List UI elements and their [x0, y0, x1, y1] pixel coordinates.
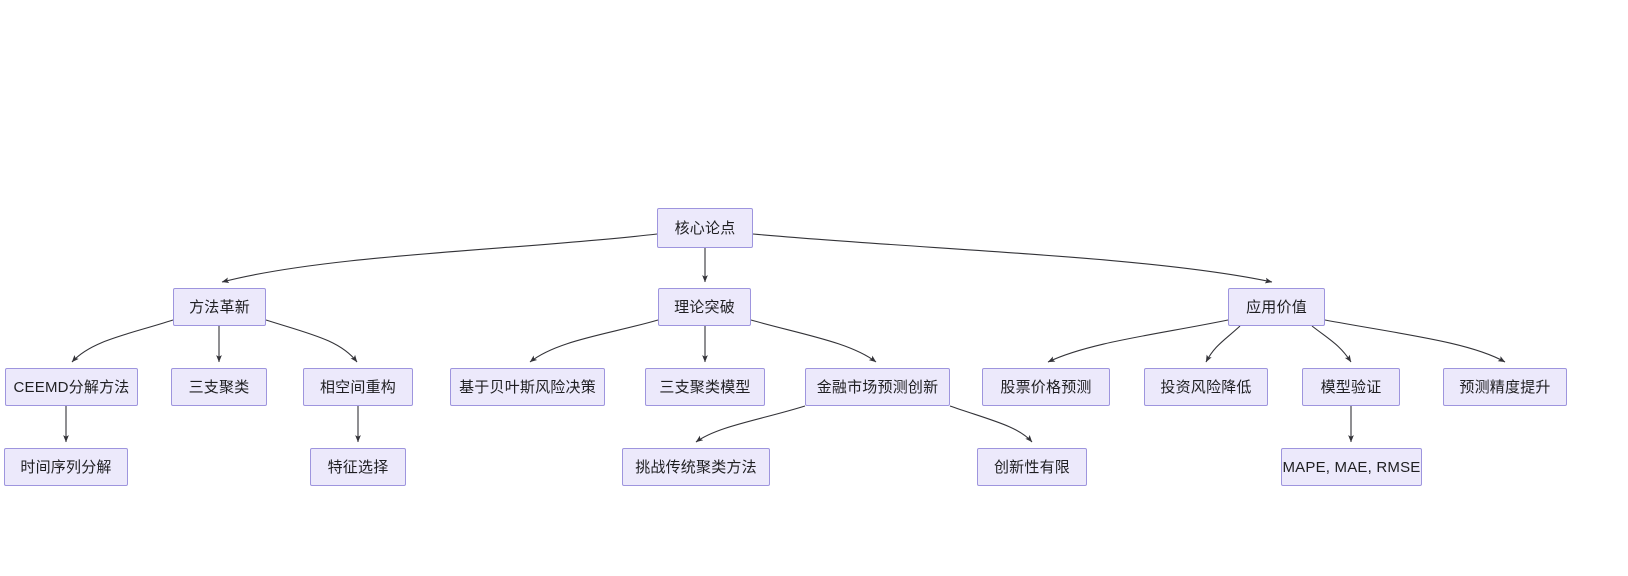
- flow-node-c8[interactable]: 投资风险降低: [1144, 368, 1268, 406]
- flow-node-label: 时间序列分解: [20, 458, 112, 476]
- flow-node-label: 应用价值: [1246, 298, 1307, 316]
- flow-edge-c6-to-d3: [695, 405, 806, 443]
- flow-node-label: 创新性有限: [993, 458, 1070, 476]
- flow-node-label: 理论突破: [674, 298, 735, 316]
- flow-node-d3[interactable]: 挑战传统聚类方法: [622, 448, 770, 486]
- flow-node-label: CEEMD分解方法: [13, 378, 130, 396]
- flow-node-label: 相空间重构: [319, 378, 396, 396]
- flow-node-label: 挑战传统聚类方法: [635, 458, 757, 476]
- flow-node-label: 方法革新: [189, 298, 250, 316]
- flow-node-b3[interactable]: 应用价值: [1228, 288, 1325, 326]
- flow-node-c6[interactable]: 金融市场预测创新: [805, 368, 950, 406]
- flow-node-label: 核心论点: [674, 219, 736, 237]
- flow-edge-c6-to-d4: [949, 405, 1033, 443]
- flow-node-label: MAPE, MAE, RMSE: [1282, 458, 1421, 476]
- flow-node-label: 三支聚类模型: [659, 378, 751, 396]
- flow-node-c10[interactable]: 预测精度提升: [1443, 368, 1567, 406]
- flow-edge-b3-to-c10: [1324, 319, 1506, 363]
- flow-node-c7[interactable]: 股票价格预测: [982, 368, 1110, 406]
- flow-node-d2[interactable]: 特征选择: [310, 448, 406, 486]
- edge-group: [63, 233, 1506, 443]
- flow-node-c1[interactable]: CEEMD分解方法: [5, 368, 138, 406]
- flow-node-label: 特征选择: [327, 458, 389, 476]
- flow-node-d5[interactable]: MAPE, MAE, RMSE: [1281, 448, 1422, 486]
- flow-node-b1[interactable]: 方法革新: [173, 288, 266, 326]
- flow-node-label: 金融市场预测创新: [816, 378, 939, 396]
- flow-node-d1[interactable]: 时间序列分解: [4, 448, 128, 486]
- flow-edge-b1-to-c3: [265, 319, 358, 363]
- flow-node-c5[interactable]: 三支聚类模型: [645, 368, 765, 406]
- flow-edge-b2-to-c4: [529, 319, 659, 363]
- flow-node-c2[interactable]: 三支聚类: [171, 368, 267, 406]
- flow-node-c9[interactable]: 模型验证: [1302, 368, 1400, 406]
- flow-node-label: 股票价格预测: [1000, 378, 1092, 396]
- flow-node-label: 预测精度提升: [1459, 378, 1551, 396]
- flow-edge-b3-to-c9: [1311, 325, 1352, 363]
- flow-node-label: 基于贝叶斯风险决策: [459, 378, 596, 396]
- flow-node-d4[interactable]: 创新性有限: [977, 448, 1087, 486]
- flow-edge-b1-to-c1: [71, 319, 174, 363]
- flow-node-b2[interactable]: 理论突破: [658, 288, 751, 326]
- flow-node-c4[interactable]: 基于贝叶斯风险决策: [450, 368, 605, 406]
- flow-node-root[interactable]: 核心论点: [657, 208, 753, 248]
- flow-edge-root-to-b1: [221, 233, 658, 284]
- flow-node-label: 模型验证: [1320, 378, 1382, 396]
- flow-edge-b2-to-c6: [750, 319, 877, 363]
- flow-edge-b3-to-c8: [1205, 325, 1241, 363]
- flow-node-label: 三支聚类: [188, 378, 250, 396]
- flow-edge-b3-to-c7: [1047, 319, 1229, 363]
- flow-node-label: 投资风险降低: [1160, 378, 1252, 396]
- flow-node-c3[interactable]: 相空间重构: [303, 368, 413, 406]
- flow-edge-root-to-b3: [752, 233, 1273, 284]
